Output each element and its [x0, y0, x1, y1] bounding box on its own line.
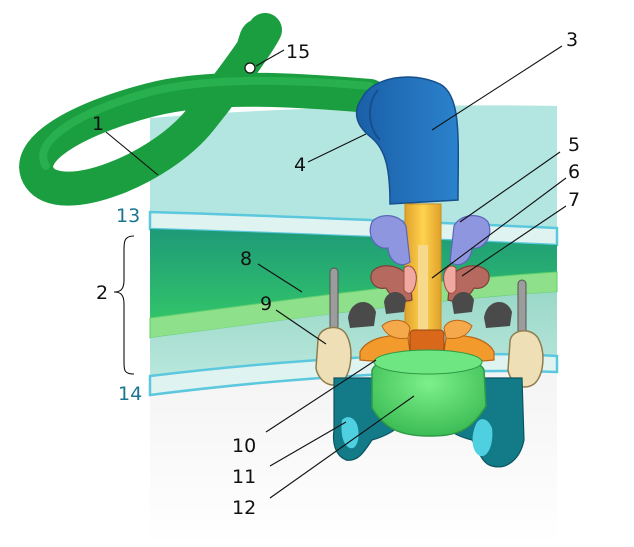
- label-1: 1: [92, 113, 104, 135]
- brace-2: [113, 235, 135, 375]
- l-ring-left: [369, 215, 411, 266]
- leader-15: [255, 49, 285, 67]
- label-9: 9: [260, 293, 272, 315]
- leader-4: [307, 133, 367, 163]
- leader-6: [431, 177, 567, 279]
- export-ring-left-cut: [341, 417, 359, 449]
- label-7: 7: [568, 189, 580, 211]
- bushing-left: [403, 265, 417, 294]
- label-8: 8: [240, 248, 252, 270]
- stator-spike-right: [517, 279, 527, 339]
- rings: [369, 215, 491, 302]
- filament-highlight: [39, 76, 374, 170]
- leader-7: [461, 205, 567, 277]
- filament: [19, 13, 387, 206]
- label-15: 15: [286, 41, 310, 63]
- leader-10: [265, 359, 377, 433]
- leader-1: [105, 131, 159, 176]
- label-5: 5: [568, 134, 580, 156]
- label-4: 4: [294, 154, 306, 176]
- gray-mount-4: [452, 291, 474, 314]
- filament-body: [19, 13, 387, 206]
- stator-left: [315, 326, 352, 386]
- leader-9: [275, 309, 327, 345]
- leader-lines: [105, 45, 567, 499]
- leader-5: [459, 151, 561, 223]
- ms-ring-upper-left: [381, 319, 411, 339]
- leader-12: [269, 395, 415, 499]
- leader-11: [269, 421, 347, 467]
- bushing-right: [443, 265, 457, 294]
- c-ring: [371, 349, 487, 437]
- filament-cap: [244, 62, 256, 74]
- gray-mount-2: [384, 291, 406, 314]
- hook: [355, 76, 460, 205]
- stator-mounts: [315, 267, 544, 388]
- label-12: 12: [232, 497, 256, 519]
- ms-ring-upper-right: [443, 319, 473, 339]
- labels: 1 2 3 4 5 6 7 8 9 10 11 12 13 14 15: [92, 29, 580, 519]
- c-ring-top: [373, 349, 483, 375]
- gray-mount-1: [348, 301, 376, 328]
- label-11: 11: [232, 466, 256, 488]
- export-ring-right-cut: [472, 419, 493, 457]
- stator-spike-left: [329, 267, 339, 331]
- label-6: 6: [568, 161, 580, 183]
- rod-channel: [418, 245, 428, 345]
- gray-mount-3: [484, 301, 512, 328]
- leader-8: [257, 263, 303, 293]
- filament-tip: [234, 19, 270, 73]
- label-3: 3: [566, 29, 578, 51]
- label-10: 10: [232, 435, 256, 457]
- hook-filament-junction: [369, 89, 381, 141]
- label-14: 14: [118, 383, 142, 405]
- hook-body: [355, 76, 460, 205]
- leader-3: [431, 45, 563, 131]
- label-2: 2: [96, 282, 108, 304]
- label-13: 13: [116, 205, 140, 227]
